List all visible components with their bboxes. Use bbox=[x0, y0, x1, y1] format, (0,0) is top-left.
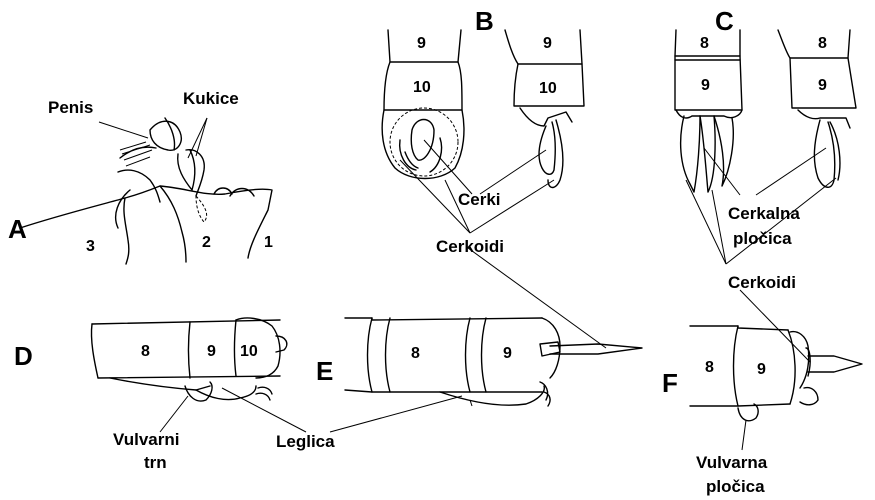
segment-b-9-right: 9 bbox=[543, 35, 552, 52]
label-cerki: Cerki bbox=[458, 190, 501, 209]
segment-c-8-right: 8 bbox=[818, 35, 827, 52]
panel-b-letter: B bbox=[475, 6, 494, 36]
panel-f-drawing bbox=[690, 326, 862, 421]
label-vulvarni-2: trn bbox=[144, 453, 167, 472]
panel-c-drawing bbox=[675, 30, 856, 192]
label-cerkoidi-c: Cerkoidi bbox=[728, 273, 796, 292]
segment-a-3: 3 bbox=[86, 238, 95, 255]
segment-f-9: 9 bbox=[757, 361, 766, 378]
panel-a-letter: A bbox=[8, 214, 27, 244]
segment-f-8: 8 bbox=[705, 359, 714, 376]
panel-d: D 8 9 10 Vulvarni trn bbox=[14, 318, 287, 472]
label-vulvarna-2: pločica bbox=[706, 477, 765, 496]
panel-f: F 8 9 Vulvarna pločica bbox=[662, 326, 862, 496]
panel-b: B 9 10 9 10 Cerki bbox=[382, 6, 584, 209]
panel-e: E 8 9 bbox=[316, 318, 642, 406]
panel-b-drawing bbox=[382, 30, 584, 188]
label-vulvarni-1: Vulvarni bbox=[113, 430, 179, 449]
panel-d-letter: D bbox=[14, 341, 33, 371]
panel-e-letter: E bbox=[316, 356, 333, 386]
segment-d-9: 9 bbox=[207, 343, 216, 360]
segment-e-9: 9 bbox=[503, 345, 512, 362]
segment-a-1: 1 bbox=[264, 234, 273, 251]
panel-e-drawing bbox=[345, 318, 642, 406]
panel-a: A Penis Kukice 3 2 1 bbox=[8, 89, 273, 264]
panel-c-letter: C bbox=[715, 6, 734, 36]
segment-c-9-right: 9 bbox=[818, 77, 827, 94]
segment-b-10-left: 10 bbox=[413, 79, 431, 96]
segment-d-10: 10 bbox=[240, 343, 258, 360]
segment-d-8: 8 bbox=[141, 343, 150, 360]
label-cerkalna-1: Cerkalna bbox=[728, 204, 800, 223]
segment-a-2: 2 bbox=[202, 234, 211, 251]
panel-c: C 8 9 8 9 Cerkalna pločica bbox=[675, 6, 856, 248]
segment-b-9-left: 9 bbox=[417, 35, 426, 52]
label-leglica: Leglica bbox=[276, 432, 335, 451]
segment-b-10-right: 10 bbox=[539, 80, 557, 97]
label-kukice: Kukice bbox=[183, 89, 239, 108]
label-cerkoidi-b: Cerkoidi bbox=[436, 237, 504, 256]
label-cerkalna-2: pločica bbox=[733, 229, 792, 248]
panel-f-letter: F bbox=[662, 368, 678, 398]
panel-a-drawing bbox=[20, 118, 272, 264]
label-penis: Penis bbox=[48, 98, 93, 117]
label-vulvarna-1: Vulvarna bbox=[696, 453, 768, 472]
segment-e-8: 8 bbox=[411, 345, 420, 362]
segment-c-8-left: 8 bbox=[700, 35, 709, 52]
segment-c-9-left: 9 bbox=[701, 77, 710, 94]
